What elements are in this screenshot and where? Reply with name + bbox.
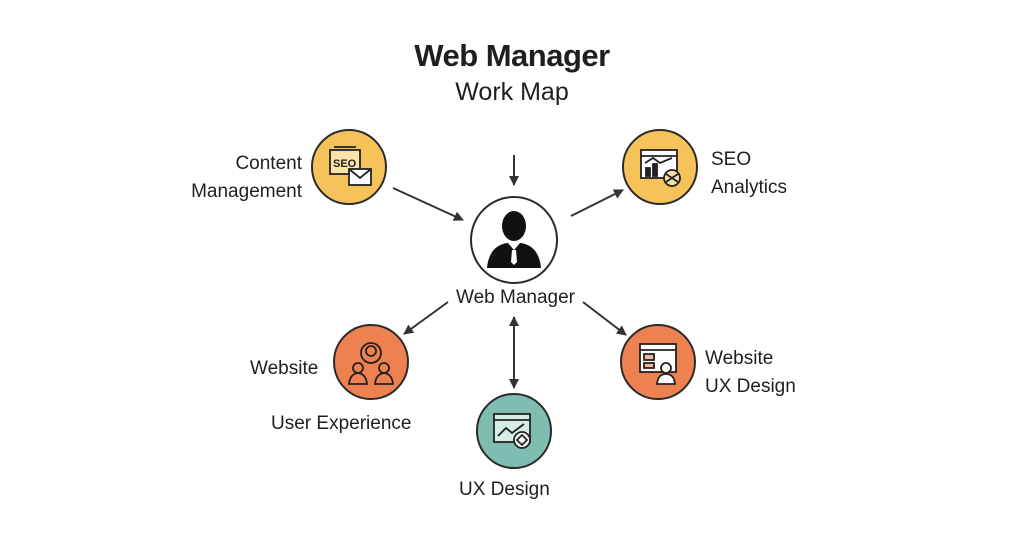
arrow-center-to-seo [570, 189, 624, 217]
person-tie-icon [487, 211, 541, 268]
seo-analytics-label-line1: SEO [711, 149, 752, 170]
website-user-experience-node [333, 324, 409, 400]
seo-analytics-node [622, 129, 698, 205]
content-management-node: SEO [311, 129, 387, 205]
seo-document-icon: SEO [329, 146, 372, 186]
ux-design-label: UX Design [459, 479, 550, 500]
content-management-label-line1: Content [235, 153, 302, 174]
website-user-experience-label-line2: User Experience [271, 413, 412, 434]
analytics-chart-icon [640, 149, 681, 187]
seo-analytics-label: SEO Analytics [711, 146, 787, 202]
arrow-center-to-user-experience [403, 301, 449, 335]
website-user-experience-label-line1: Website [250, 358, 319, 379]
center-label: Web Manager [456, 287, 575, 308]
seo-analytics-label-line2: Analytics [711, 177, 788, 198]
svg-text:SEO: SEO [333, 158, 357, 170]
diagram-subtitle: Work Map [455, 78, 569, 106]
arrow-content-to-center [392, 187, 464, 221]
website-ux-design-label-line2: UX Design [705, 376, 796, 397]
diagram-title: Web Manager [414, 38, 610, 73]
users-group-icon [348, 342, 394, 385]
arrow-center-to-website-ux [582, 301, 627, 336]
website-ux-design-label: Website UX Design [705, 345, 796, 401]
content-management-label-line2: Management [191, 181, 302, 202]
web-layout-user-icon [639, 343, 677, 385]
center-node [470, 196, 558, 284]
content-management-label: Content Management [191, 150, 302, 206]
design-tools-icon [493, 413, 531, 449]
website-ux-design-node [620, 324, 696, 400]
ux-design-node [476, 393, 552, 469]
website-ux-design-label-line1: Website [705, 348, 774, 369]
